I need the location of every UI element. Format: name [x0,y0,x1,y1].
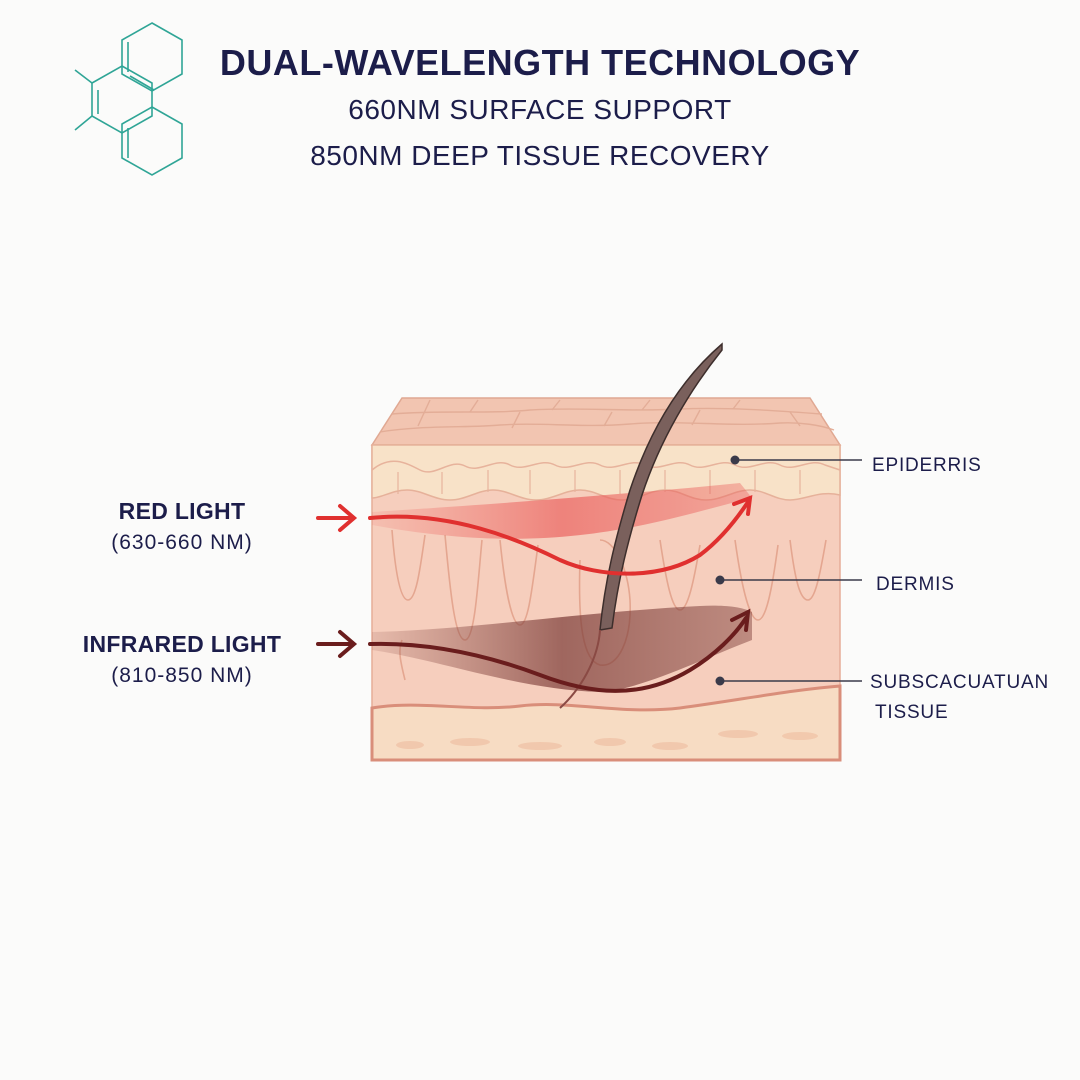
subcutaneous-label-line1: SUBSCACUATUAN [870,672,1049,693]
infrared-light-beam [372,605,752,692]
subcutaneous-pointer [715,676,862,686]
skin-surface [370,397,842,446]
infrared-light-arrow [316,630,358,658]
red-light-name: RED LIGHT [118,498,246,524]
infrared-light-range: (810-850 NM) [111,664,253,687]
epidermis-label: EPIDERRIS [872,455,982,476]
infrared-light-name: INFRARED LIGHT [82,631,282,657]
hair-shaft [599,342,723,631]
dermis-label: DERMIS [876,574,955,595]
page-title: DUAL-WAVELENGTH TECHNOLOGY [219,42,861,83]
molecule-icon [74,22,183,176]
subtitle-surface: 660NM SURFACE SUPPORT [348,94,732,125]
subcutaneous-label: SUBSCACUATUAN TISSUE [870,668,1049,728]
subcutaneous-label-line2: TISSUE [875,702,949,723]
subtitle-deep: 850NM DEEP TISSUE RECOVERY [310,140,770,171]
dermis-pointer [715,575,862,585]
red-light-arrow [316,504,358,532]
red-light-label: RED LIGHT (630-660 NM) [92,498,272,555]
red-light-range: (630-660 NM) [111,531,253,554]
red-light-path [368,494,753,576]
infrared-light-label: INFRARED LIGHT (810-850 NM) [72,631,292,688]
infrared-light-path [368,608,751,693]
epidermis-pointer [730,455,862,465]
